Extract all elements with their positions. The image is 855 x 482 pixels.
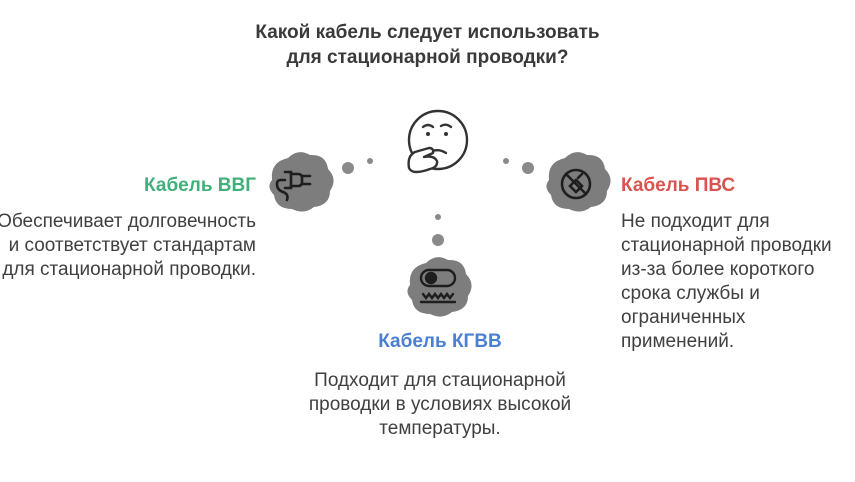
option-pvs-description: Не подходит для стационарной проводки из… <box>621 211 832 352</box>
option-pvs-title: Кабель ПВС <box>621 175 736 196</box>
connector-dot <box>432 234 444 246</box>
option-kgvv-title: Кабель КГВВ <box>378 331 502 352</box>
connector-dot <box>367 158 373 164</box>
connector-dot <box>342 162 354 174</box>
plug-icon <box>269 152 334 212</box>
no-plug-icon <box>546 152 611 212</box>
option-vvg-title: Кабель ВВГ <box>144 175 256 196</box>
option-vvg-description: Обеспечивает долговечность и соответству… <box>0 211 256 280</box>
diagram-question: Какой кабель следует использовать для ст… <box>255 22 600 68</box>
connector-dot <box>503 158 509 164</box>
option-kgvv-description: Подходит для стационарной проводки в усл… <box>308 370 572 439</box>
thinking-face-icon <box>407 109 469 174</box>
connector-dot <box>435 214 441 220</box>
connector-dot <box>522 162 534 174</box>
heat-cable-icon <box>407 257 472 317</box>
